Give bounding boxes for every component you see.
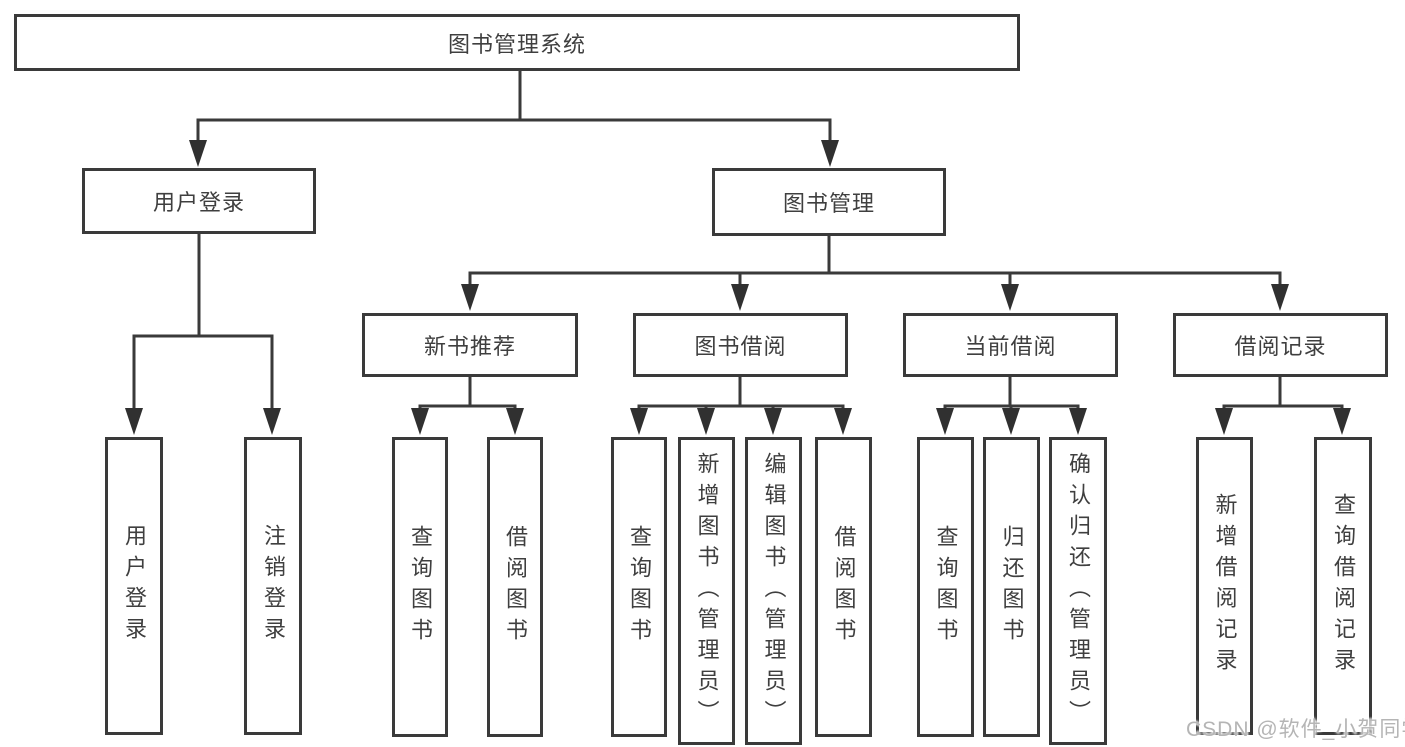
node-label: 编辑图书（管理员） [761,451,787,731]
node-leaf-logout: 注销登录 [244,437,302,735]
node-user-login: 用户登录 [82,168,316,234]
node-new-book-recommendation: 新书推荐 [362,313,578,377]
node-label: 查询图书 [933,525,959,649]
csdn-watermark: CSDN @软件_小贺同学 [1186,718,1405,741]
node-borrowing-records: 借阅记录 [1173,313,1388,377]
node-library-management-system: 图书管理系统 [14,14,1020,71]
node-book-management: 图书管理 [712,168,946,236]
node-label: 新书推荐 [423,334,516,359]
node-leaf-user-login: 用户登录 [105,437,163,735]
node-leaf-borrow-books: 借阅图书 [815,437,872,737]
node-label: 查询借阅记录 [1331,493,1356,679]
node-label: 归还图书 [999,525,1025,649]
node-book-borrowing: 图书借阅 [633,313,848,377]
arrowheads [125,140,1351,435]
node-leaf-add-book-admin: 新增图书（管理员） [678,437,735,745]
node-label: 当前借阅 [964,334,1057,359]
node-label: 用户登录 [122,524,147,648]
node-label: 借阅图书 [503,525,528,649]
node-leaf-edit-book-admin: 编辑图书（管理员） [745,437,802,745]
node-label: 查询图书 [408,525,433,649]
node-label: 借阅图书 [831,525,857,649]
node-leaf-confirm-return-admin: 确认归还（管理员） [1049,437,1107,745]
node-label: 图书借阅 [694,334,787,359]
node-leaf-borrow-books-recommend: 借阅图书 [487,437,543,737]
node-label: 图书管理 [782,191,875,216]
node-leaf-add-borrow-record: 新增借阅记录 [1196,437,1253,735]
node-label: 借阅记录 [1234,334,1327,359]
node-label: 新增图书（管理员） [694,451,720,731]
node-label: 确认归还（管理员） [1066,451,1091,731]
node-label: 查询图书 [627,525,652,649]
node-leaf-query-books-borrowing: 查询图书 [611,437,667,737]
node-current-borrowing: 当前借阅 [903,313,1118,377]
node-leaf-return-book: 归还图书 [983,437,1040,737]
node-label: 注销登录 [261,524,286,648]
node-leaf-query-books-current: 查询图书 [917,437,974,737]
node-label: 新增借阅记录 [1212,493,1238,679]
node-leaf-query-books-recommend: 查询图书 [392,437,448,737]
node-label: 用户登录 [152,190,245,215]
node-leaf-query-borrow-record: 查询借阅记录 [1314,437,1372,735]
node-label: 图书管理系统 [447,31,586,57]
